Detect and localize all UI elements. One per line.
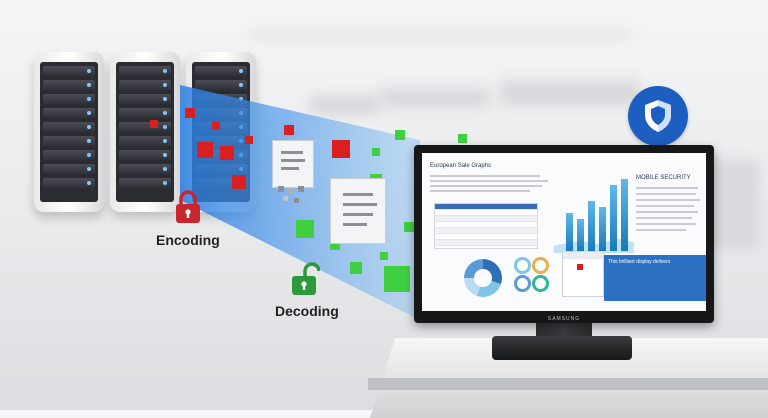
decrypted-packet [330, 240, 340, 250]
decrypted-packet [458, 134, 467, 143]
encrypted-packet [332, 140, 350, 158]
unlock-icon [292, 262, 320, 295]
screen-right-title: MOBILE SECURITY [636, 175, 691, 181]
decrypted-packet [350, 262, 362, 274]
monitor: European Sale Graphs MOBILE SECURITY [414, 145, 714, 323]
decrypted-packet [372, 148, 380, 156]
decrypted-packet [404, 222, 414, 232]
monitor-stand-base [492, 336, 632, 360]
encrypted-packet [232, 175, 246, 189]
shield-icon [645, 100, 671, 132]
document-icon [330, 178, 386, 244]
encrypted-packet [220, 146, 234, 160]
screen-calendar [562, 251, 604, 297]
encoding-label: Encoding [156, 232, 220, 248]
encrypted-packet [185, 108, 195, 118]
shield-badge [628, 86, 688, 146]
encrypted-packet [212, 122, 220, 130]
encrypted-packet [197, 142, 213, 158]
monitor-screen: European Sale Graphs MOBILE SECURITY [422, 153, 706, 311]
decrypted-packet [384, 266, 410, 292]
server-rack-middle [110, 52, 180, 212]
desk-edge [368, 378, 768, 390]
server-rack-left [34, 52, 104, 212]
pixel-fragments [276, 186, 308, 206]
monitor-brand: SAMSUNG [547, 316, 581, 322]
decrypted-packet [395, 130, 405, 140]
decrypted-packet [380, 252, 388, 260]
screen-info-panel [604, 255, 706, 301]
encrypted-packet [150, 120, 158, 128]
screen-table [434, 203, 538, 249]
decoding-label: Decoding [275, 303, 339, 319]
screen-info-title: This brilliant display delivers [608, 259, 671, 265]
monitor-stand-neck [536, 323, 592, 339]
decrypted-packet [296, 220, 314, 238]
pixelated-document-icon [272, 140, 314, 188]
screen-title: European Sale Graphs [430, 163, 492, 169]
screen-donut-chart [464, 259, 502, 297]
encrypted-packet [245, 136, 253, 144]
encrypted-packet [284, 125, 294, 135]
screen-bar-chart [562, 173, 630, 251]
lock-icon [176, 190, 200, 223]
